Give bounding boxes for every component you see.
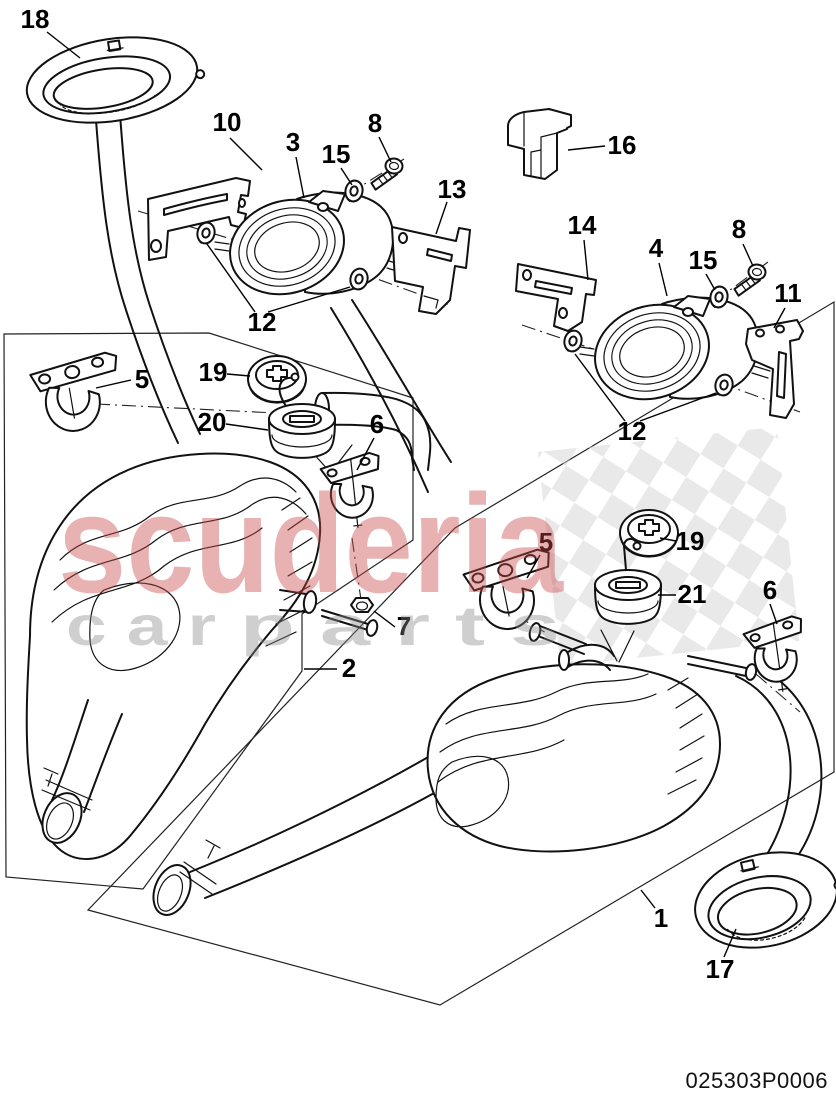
callout-leader-12	[206, 243, 256, 313]
clamp-5-left	[28, 350, 123, 435]
callout-label-7-18: 7	[397, 611, 411, 641]
callout-leader-12	[267, 286, 351, 313]
callout-label-6-23: 6	[763, 575, 777, 605]
callout-leader-5	[95, 379, 132, 389]
nut-7-drawing	[350, 597, 374, 613]
grommet-19-right	[619, 509, 679, 558]
screw-8-right	[732, 260, 768, 300]
callout-label-21-22: 21	[678, 579, 707, 609]
callout-leader-20	[225, 423, 269, 431]
bracket-11-drawing	[745, 319, 804, 419]
callout-label-3-2: 3	[286, 127, 300, 157]
callout-leader-19	[226, 373, 251, 377]
callout-leader-17	[723, 928, 737, 958]
screw-8-left	[369, 154, 405, 194]
callout-leader-8	[742, 243, 754, 267]
callout-layer: 18 10 3 15 8 13 16 14 4 15 8 11 12 12 5 19 20 6 7 2 5 19 21 6 1 1…	[21, 4, 802, 984]
watermark-tagline-right: p a r t s	[240, 594, 560, 657]
callout-label-2-19: 2	[342, 653, 356, 683]
callout-label-19-15: 19	[199, 357, 228, 387]
mount-20-drawing	[268, 372, 336, 459]
callout-leader-1	[640, 889, 656, 909]
watermark: scuderia c a r p a r t s	[58, 465, 564, 657]
callout-label-20-16: 20	[198, 407, 227, 437]
callout-leader-15	[705, 273, 716, 291]
callout-leader-12	[574, 353, 626, 422]
callout-leader-13	[435, 201, 448, 235]
callout-leader-15	[340, 167, 353, 186]
callout-label-6-17: 6	[370, 409, 384, 439]
callout-leader-6	[769, 603, 778, 625]
callout-leader-8	[378, 136, 392, 163]
pipe-guide-curves	[95, 113, 452, 493]
assembly-2-outline	[3, 332, 414, 890]
callout-leader-12	[639, 392, 717, 422]
watermark-brand-text: scuderia	[58, 465, 564, 622]
callout-label-5-14: 5	[135, 364, 149, 394]
callout-leader-5	[526, 554, 541, 579]
callout-leader-7	[373, 610, 396, 628]
callout-label-16-6: 16	[608, 130, 637, 160]
muffler-1-drawing	[152, 622, 823, 916]
bracket-10-drawing	[147, 177, 251, 261]
callout-leader-16	[567, 145, 606, 151]
callout-label-18-0: 18	[21, 4, 50, 34]
watermark-tagline-left: c a r	[66, 594, 216, 657]
callout-label-14-7: 14	[568, 210, 597, 240]
muffler-tip-4-drawing	[579, 289, 771, 415]
callout-label-13-5: 13	[438, 174, 467, 204]
tailpipe-17-drawing	[694, 851, 836, 949]
callout-label-5-20: 5	[539, 527, 553, 557]
callout-label-1-24: 1	[654, 903, 668, 933]
callout-label-11-11: 11	[774, 278, 802, 308]
callout-label-10-1: 10	[213, 107, 242, 137]
callout-label-4-8: 4	[649, 233, 664, 263]
callout-label-19-21: 19	[676, 526, 705, 556]
callout-leader-19	[659, 537, 677, 542]
callout-label-8-4: 8	[368, 108, 382, 138]
callout-leader-18	[46, 31, 81, 59]
clip-16-drawing	[507, 108, 572, 180]
callout-leader-11	[773, 307, 786, 329]
callout-label-8-10: 8	[732, 214, 746, 244]
bracket-13-drawing	[391, 226, 471, 315]
callout-leader-4	[658, 262, 668, 297]
callout-label-12-13: 12	[618, 416, 647, 446]
callout-leader-3	[295, 156, 305, 199]
callout-label-15-9: 15	[689, 245, 718, 275]
diagram-part-code: 025303P0006	[685, 1068, 828, 1093]
callout-leader-10	[229, 137, 263, 171]
bracket-14-drawing	[515, 263, 597, 332]
callout-label-15-3: 15	[322, 139, 351, 169]
callout-label-17-25: 17	[706, 954, 735, 984]
mount-21-drawing	[594, 538, 662, 625]
callout-label-12-12: 12	[248, 307, 277, 337]
callout-leader-14	[583, 239, 589, 281]
callout-leader-6	[356, 437, 375, 471]
tailpipe-18-drawing	[25, 36, 206, 124]
washer-12-right-a	[561, 327, 585, 355]
